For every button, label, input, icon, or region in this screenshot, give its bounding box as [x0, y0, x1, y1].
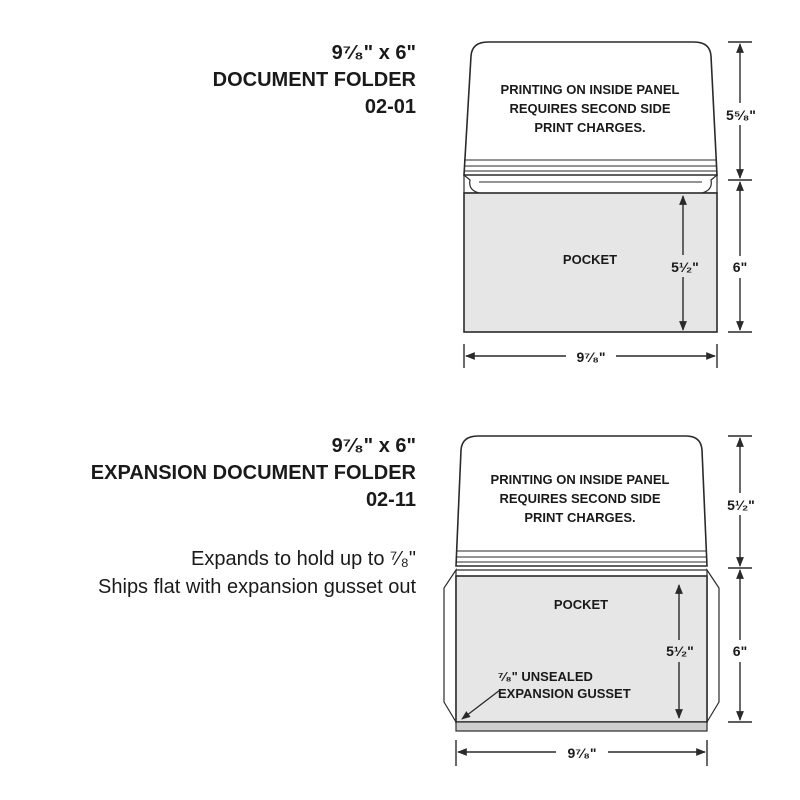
folder1-size: 9⁷⁄₈" x 6" — [331, 42, 416, 64]
folder1-diagram — [463, 41, 718, 333]
folder1-dim-pocket: 5¹⁄₂" — [671, 259, 699, 275]
folder2-gusset-right — [706, 568, 720, 725]
folder2-name: EXPANSION DOCUMENT FOLDER — [90, 462, 416, 484]
folder1-dim-width: 9⁷⁄₈" — [576, 349, 605, 365]
folder2-gusset-line2: EXPANSION GUSSET — [498, 686, 631, 701]
folder1-code: 02-01 — [364, 96, 416, 118]
folder2-desc-line1: Expands to hold up to ⁷⁄₈" — [191, 548, 416, 570]
folder2-title: 9⁷⁄₈" x 6" EXPANSION DOCUMENT FOLDER 02-… — [91, 433, 416, 514]
folder1-note-line2: REQUIRES SECOND SIDE — [509, 101, 670, 116]
folder2-gusset-left — [443, 568, 457, 725]
folder2-gusset-line1: ⁷⁄₈" UNSEALED — [498, 669, 593, 684]
folder2-description: Expands to hold up to ⁷⁄₈" Ships flat wi… — [98, 545, 416, 601]
folder2-flap — [455, 435, 708, 567]
folder2-dim-pocket: 5¹⁄₂" — [666, 643, 694, 659]
folder1-dim-flap: 5⁵⁄₈" — [726, 107, 756, 123]
folder1-title: 9⁷⁄₈" x 6" DOCUMENT FOLDER 02-01 — [213, 40, 416, 121]
folder2-gusset-pointer — [461, 689, 501, 720]
folder2-pocket-label: POCKET — [554, 597, 608, 612]
folder2-note-line2: REQUIRES SECOND SIDE — [499, 491, 660, 506]
folder2-desc-line2: Ships flat with expansion gusset out — [98, 576, 416, 598]
folder2-gusset-bottom — [455, 721, 708, 732]
folder2-size: 9⁷⁄₈" x 6" — [331, 435, 416, 457]
folder2-dim-width: 9⁷⁄₈" — [567, 745, 596, 761]
folder2-dim-height: 6" — [733, 643, 747, 659]
folder1-flap — [463, 41, 718, 176]
folder2-diagram — [443, 435, 720, 732]
folder1-dim-height: 6" — [733, 259, 747, 275]
folder2-note-line3: PRINT CHARGES. — [524, 510, 635, 525]
folder2-note-line1: PRINTING ON INSIDE PANEL — [491, 472, 670, 487]
folder1-pocket-label: POCKET — [563, 252, 617, 267]
folder1-name: DOCUMENT FOLDER — [212, 69, 416, 91]
folder2-dim-flap: 5¹⁄₂" — [727, 497, 755, 513]
folder1-note-line1: PRINTING ON INSIDE PANEL — [501, 82, 680, 97]
folder1-note-line3: PRINT CHARGES. — [534, 120, 645, 135]
folder2-code: 02-11 — [365, 489, 416, 511]
